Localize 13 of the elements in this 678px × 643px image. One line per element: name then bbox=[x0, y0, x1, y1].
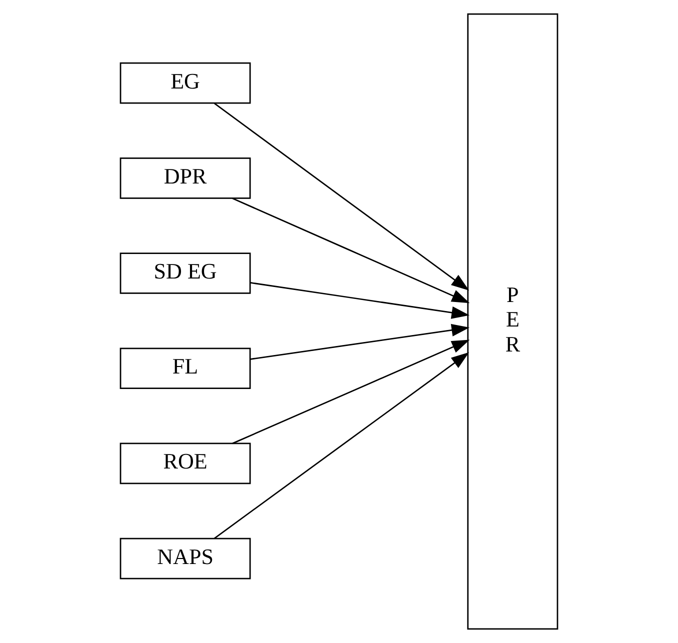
node-box: SD EG bbox=[120, 252, 251, 294]
arrow bbox=[232, 340, 470, 444]
node-box: EG bbox=[120, 62, 251, 104]
arrow bbox=[250, 282, 470, 319]
node-box: ROE bbox=[120, 442, 251, 484]
node-box: NAPS bbox=[120, 538, 251, 580]
arrow bbox=[214, 352, 470, 539]
arrow bbox=[232, 198, 470, 304]
arrow bbox=[250, 324, 470, 360]
node-box: FL bbox=[120, 348, 251, 390]
arrow bbox=[214, 102, 470, 290]
node-box: P E R bbox=[467, 13, 558, 630]
node-box: DPR bbox=[120, 157, 251, 199]
